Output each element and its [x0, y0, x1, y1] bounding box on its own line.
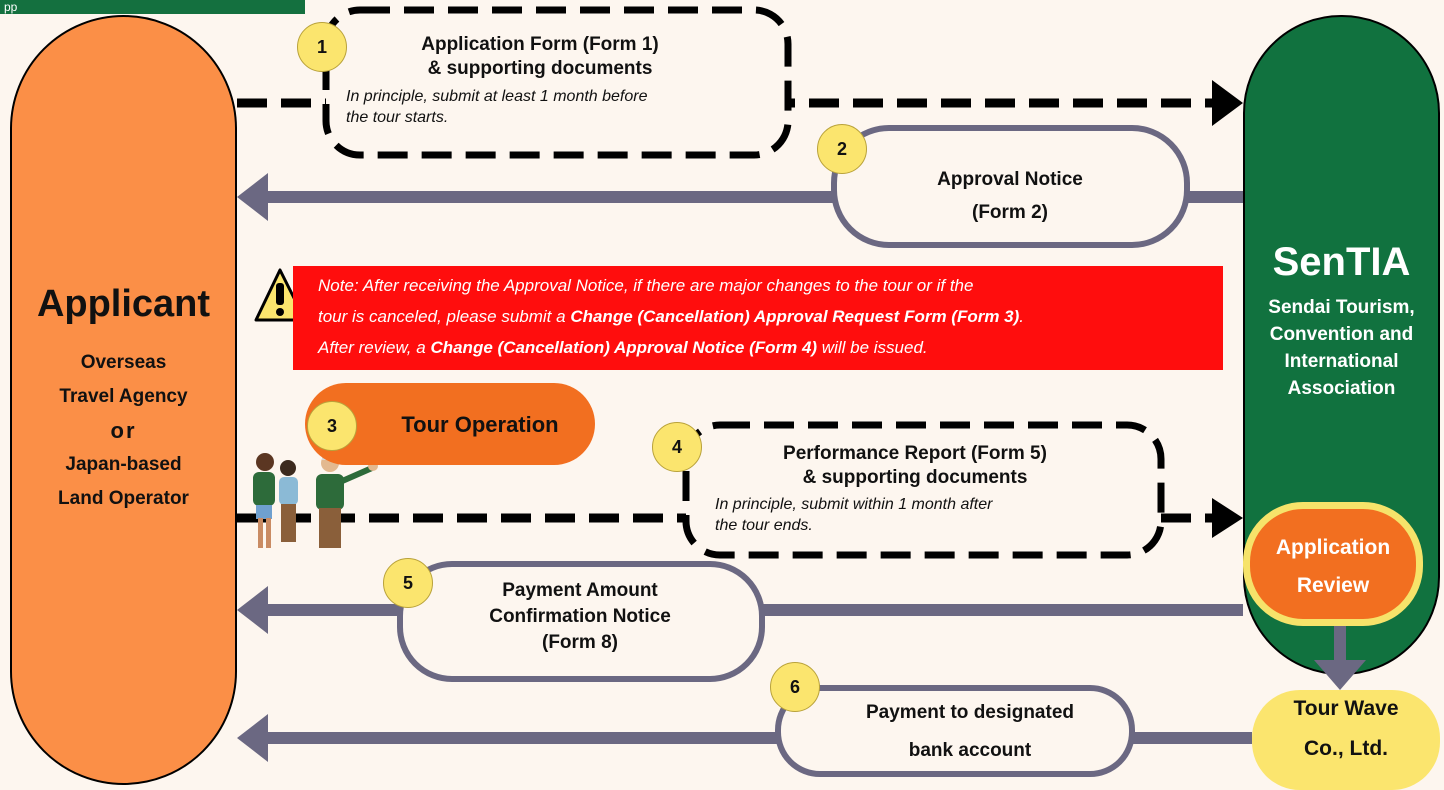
step4-note-line-1: In principle, submit within 1 month afte…: [715, 496, 993, 513]
step3-number-badge: 3: [307, 401, 357, 451]
step6-box: [775, 685, 1135, 777]
note-text: Note: After receiving the Approval Notic…: [318, 270, 1213, 363]
sentia-description: Sendai Tourism, Convention and Internati…: [1243, 294, 1440, 402]
step1-title-line-1: Application Form (Form 1): [421, 34, 659, 55]
step5-box: [397, 561, 765, 682]
review-line-2: Review: [1296, 574, 1370, 597]
review-down-arrow-head: [1314, 660, 1366, 690]
step1-title: Application Form (Form 1) & supporting d…: [370, 33, 710, 81]
step4-title: Performance Report (Form 5) & supporting…: [725, 442, 1105, 490]
review-line-1: Application: [1275, 536, 1391, 559]
step1-number-badge: 1: [297, 22, 347, 72]
step1-note-line-2: the tour starts.: [346, 109, 449, 126]
step4-arrow-head: [1212, 498, 1243, 538]
tourwave-pill: [1252, 690, 1440, 790]
note-banner: [293, 266, 1223, 370]
step2-box: [831, 125, 1190, 248]
tourwave-line-2: Co., Ltd.: [1304, 737, 1388, 760]
step2-title-line-1: Approval Notice: [937, 169, 1083, 190]
step4-note-line-2: the tour ends.: [715, 517, 813, 534]
step5-arrow-head: [237, 586, 268, 634]
tourists-illustration: [253, 453, 378, 548]
step5-number-badge: 5: [383, 558, 433, 608]
applicant-description: Overseas Travel Agency or Japan-based La…: [10, 346, 237, 516]
applicant-title: Applicant: [36, 283, 211, 325]
applicant-or: or: [110, 418, 137, 443]
application-review-badge: Application Review: [1243, 502, 1423, 626]
tourwave-line-1: Tour Wave: [1293, 697, 1399, 720]
step1-title-line-2: & supporting documents: [427, 58, 653, 79]
step2-number-badge: 2: [817, 124, 867, 174]
step5-title-line-3: (Form 8): [542, 632, 618, 653]
step2-arrow-head: [237, 173, 268, 221]
step2-title-line-2: (Form 2): [972, 202, 1048, 223]
step5-title-line-2: Confirmation Notice: [489, 606, 671, 627]
warning-icon: [254, 268, 307, 322]
step5-title-line-1: Payment Amount: [502, 580, 658, 601]
applicant-line-1: Overseas: [80, 352, 167, 373]
step4-number-badge: 4: [652, 422, 702, 472]
note-line-3: After review, a Change (Cancellation) Ap…: [318, 338, 928, 357]
step1-note-line-1: In principle, submit at least 1 month be…: [346, 88, 648, 105]
step6-number-badge: 6: [770, 662, 820, 712]
applicant-line-4: Land Operator: [58, 488, 189, 509]
applicant-line-2: Travel Agency: [59, 386, 188, 407]
step4-box: [682, 421, 1165, 559]
step6-title-line-1: Payment to designated: [866, 702, 1074, 723]
step4-note: In principle, submit within 1 month afte…: [715, 494, 1135, 536]
step4-title-line-1: Performance Report (Form 5): [783, 443, 1047, 464]
applicant-pill: [10, 15, 237, 785]
step6-arrow-head: [237, 714, 268, 762]
step2-title: Approval Notice (Form 2): [880, 163, 1140, 229]
note-line-1: Note: After receiving the Approval Notic…: [318, 276, 974, 295]
sentia-title: SenTIA: [1272, 240, 1411, 284]
sentia-line-1: Sendai Tourism,: [1268, 297, 1415, 318]
sentia-line-3: International: [1284, 351, 1399, 372]
step1-box: [322, 6, 792, 159]
step4-title-line-2: & supporting documents: [802, 467, 1028, 488]
step1-note: In principle, submit at least 1 month be…: [346, 86, 786, 128]
step5-title: Payment Amount Confirmation Notice (Form…: [440, 578, 720, 656]
applicant-line-3: Japan-based: [65, 454, 182, 475]
step1-arrow-head: [1212, 80, 1243, 126]
header-tab: pp: [0, 0, 305, 14]
sentia-line-4: Association: [1287, 378, 1396, 399]
step3-title: Tour Operation: [401, 412, 559, 437]
step6-title-line-2: bank account: [908, 740, 1032, 761]
note-line-2: tour is canceled, please submit a Change…: [318, 307, 1025, 326]
step6-title: Payment to designated bank account: [820, 694, 1120, 770]
sentia-line-2: Convention and: [1269, 324, 1414, 345]
tourwave-label: Tour Wave Co., Ltd.: [1252, 689, 1440, 769]
